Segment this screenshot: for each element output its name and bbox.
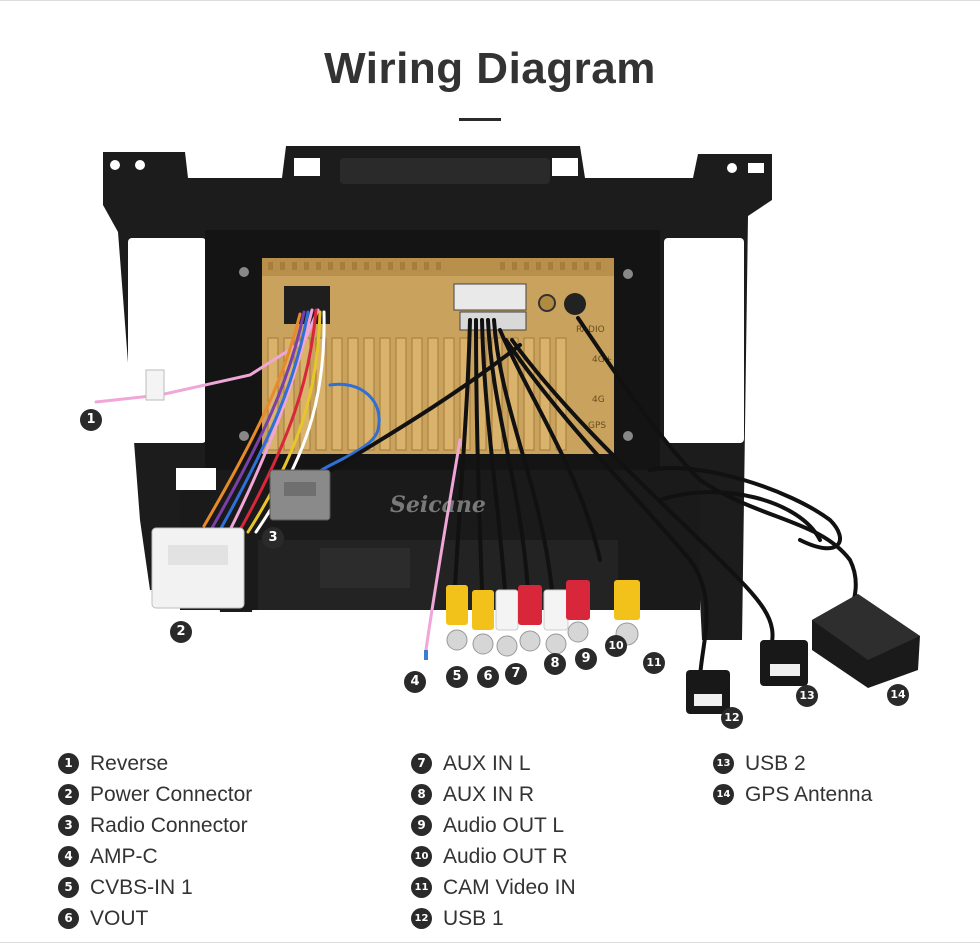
rca-plugs — [424, 580, 640, 660]
legend-label: USB 1 — [443, 906, 504, 930]
title-underline — [459, 118, 501, 121]
legend-item-vout: 6 VOUT — [58, 903, 252, 934]
legend-label: AMP-C — [90, 844, 158, 868]
legend-number: 14 — [713, 784, 734, 805]
legend-label: Radio Connector — [90, 813, 248, 837]
page-title: Wiring Diagram — [324, 44, 656, 93]
callout-7: 7 — [505, 663, 527, 685]
bottom-divider — [0, 942, 980, 943]
legend-number: 1 — [58, 753, 79, 774]
seicane-watermark: Seicane — [390, 492, 486, 518]
callout-2: 2 — [170, 621, 192, 643]
head-unit-back: RADIO 4G+ 4G GPS — [262, 258, 614, 454]
callout-6: 6 — [477, 666, 499, 688]
legend-item-audio-out-l: 9 Audio OUT L — [411, 810, 576, 841]
callout-12: 12 — [721, 707, 743, 729]
legend-item-aux-in-r: 8 AUX IN R — [411, 779, 576, 810]
radio-port-label: RADIO — [576, 325, 605, 335]
usb-plugs — [686, 640, 808, 714]
legend-label: GPS Antenna — [745, 782, 873, 806]
legend-number: 13 — [713, 753, 734, 774]
legend-label: USB 2 — [745, 751, 806, 775]
legend-number: 4 — [58, 846, 79, 867]
legend-number: 11 — [411, 877, 432, 898]
callout-11: 11 — [643, 652, 665, 674]
legend-item-aux-in-l: 7 AUX IN L — [411, 748, 576, 779]
legend-column-1: 1 Reverse 2 Power Connector 3 Radio Connect… — [58, 748, 252, 934]
legend-item-cam-video-in: 11 CAM Video IN — [411, 872, 576, 903]
legend-number: 2 — [58, 784, 79, 805]
legend-label: CVBS-IN 1 — [90, 875, 193, 899]
legend-label: Audio OUT R — [443, 844, 568, 868]
legend-item-usb-1: 12 USB 1 — [411, 903, 576, 934]
legend-label: CAM Video IN — [443, 875, 576, 899]
gps-antenna — [812, 594, 920, 688]
radio-connector — [269, 469, 331, 521]
legend-item-power-connector: 2 Power Connector — [58, 779, 252, 810]
callout-1: 1 — [80, 409, 102, 431]
legend-item-audio-out-r: 10 Audio OUT R — [411, 841, 576, 872]
legend-label: Reverse — [90, 751, 169, 775]
legend-number: 3 — [58, 815, 79, 836]
callout-5: 5 — [446, 666, 468, 688]
legend-label: AUX IN R — [443, 782, 535, 806]
legend-number: 8 — [411, 784, 432, 805]
callout-13: 13 — [796, 685, 818, 707]
callout-9: 9 — [575, 648, 597, 670]
wires — [94, 308, 858, 682]
legend-number: 9 — [411, 815, 432, 836]
legend-item-cvbs-in-1: 5 CVBS-IN 1 — [58, 872, 252, 903]
legend-label: Power Connector — [90, 782, 253, 806]
callout-4: 4 — [404, 671, 426, 693]
legend-item-amp-c: 4 AMP-C — [58, 841, 252, 872]
legend-item-radio-connector: 3 Radio Connector — [58, 810, 252, 841]
4g-port-label: 4G — [592, 395, 605, 405]
callout-3: 3 — [262, 527, 284, 549]
legend-number: 7 — [411, 753, 432, 774]
top-divider — [0, 0, 980, 1]
legend-column-3: 13 USB 2 14 GPS Antenna — [713, 748, 872, 810]
legend-item-gps-antenna: 14 GPS Antenna — [713, 779, 872, 810]
legend-number: 6 — [58, 908, 79, 929]
4g-plus-port-label: 4G+ — [592, 355, 612, 365]
legend-label: VOUT — [90, 906, 149, 930]
legend-label: AUX IN L — [443, 751, 531, 775]
legend-column-2: 7 AUX IN L 8 AUX IN R 9 Audio OUT L 10 Audio… — [411, 748, 576, 934]
gps-port-label: GPS — [588, 421, 606, 431]
legend-number: 12 — [411, 908, 432, 929]
legend-item-usb-2: 13 USB 2 — [713, 748, 872, 779]
legend-label: Audio OUT L — [443, 813, 565, 837]
callout-10: 10 — [605, 635, 627, 657]
callout-14: 14 — [887, 684, 909, 706]
legend-number: 10 — [411, 846, 432, 867]
callout-8: 8 — [544, 653, 566, 675]
legend-item-reverse: 1 Reverse — [58, 748, 252, 779]
legend-number: 5 — [58, 877, 79, 898]
power-connector — [151, 527, 245, 609]
